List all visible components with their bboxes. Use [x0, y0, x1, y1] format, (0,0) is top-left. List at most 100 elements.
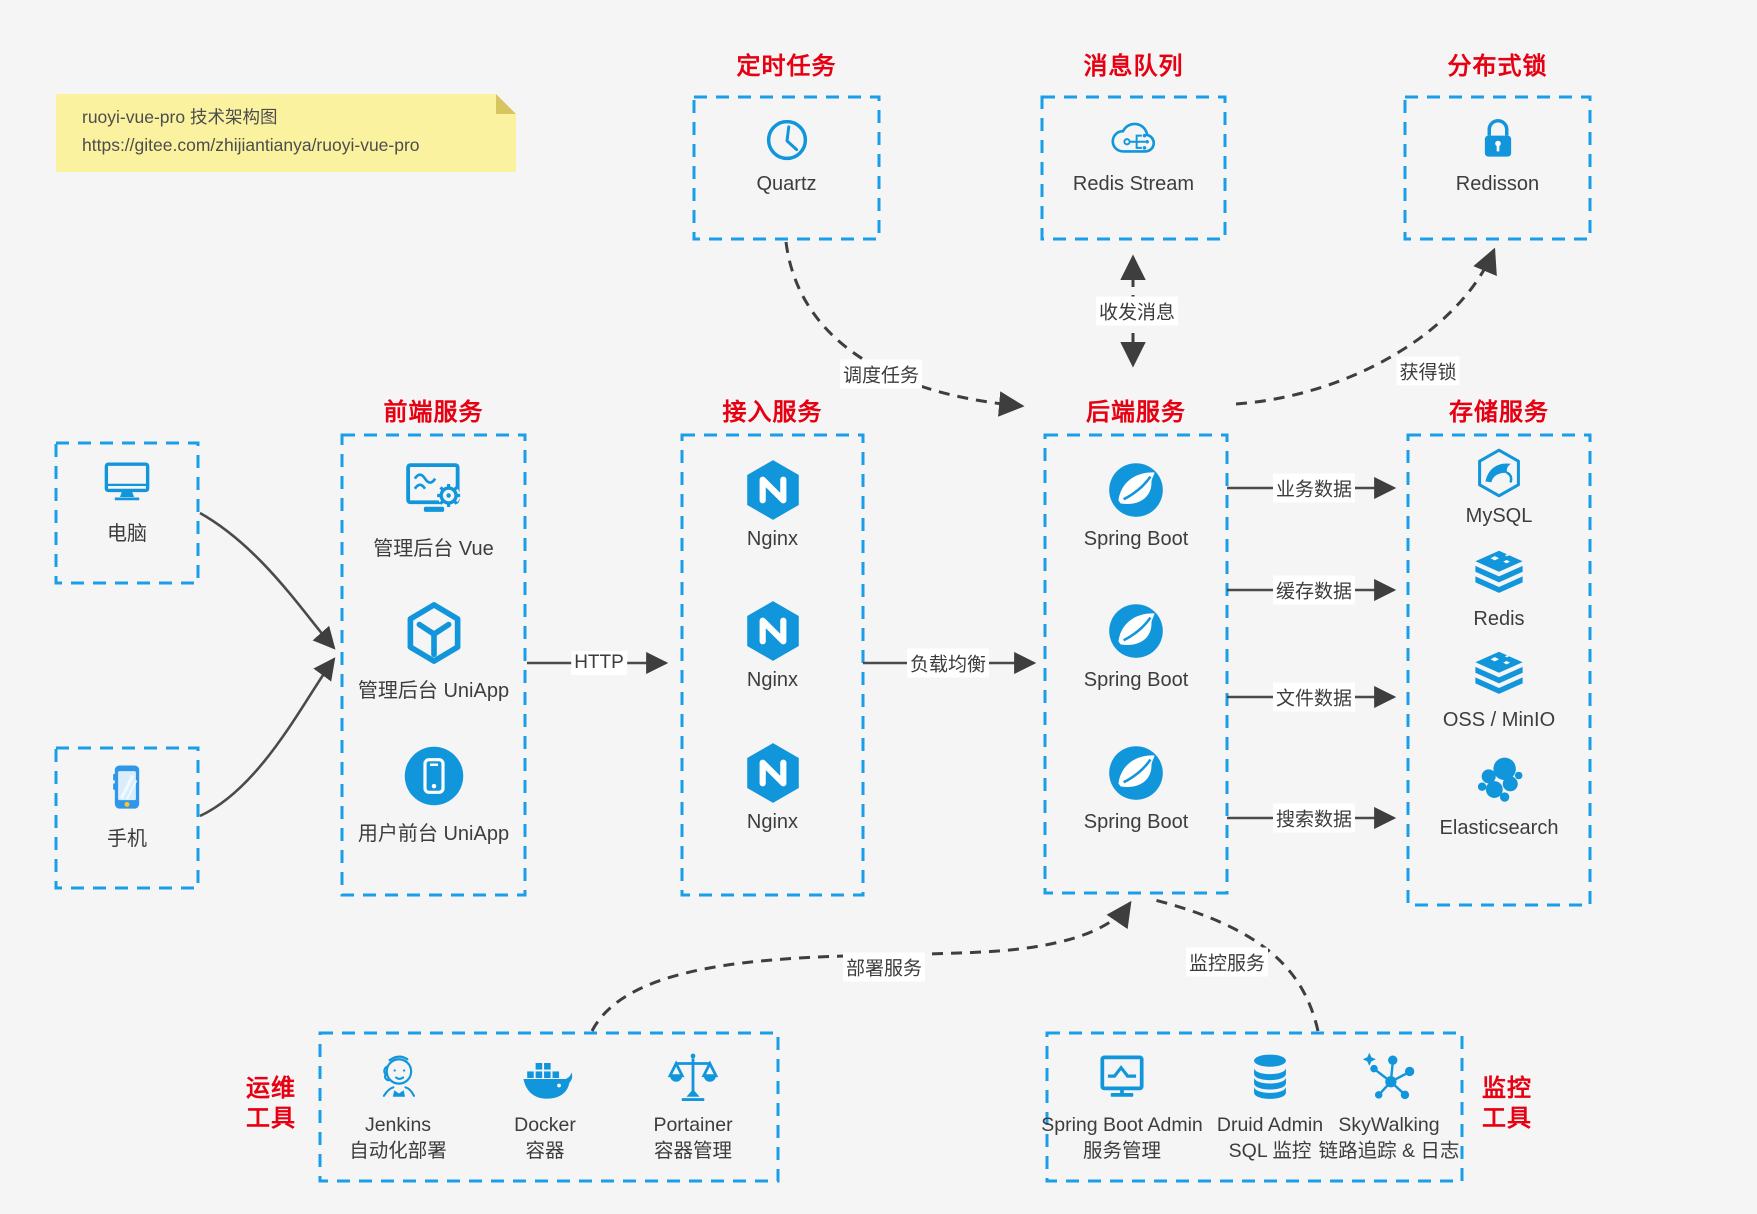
tool-desc: 链路追踪 & 日志	[1318, 1140, 1460, 1163]
node-label: OSS / MinIO	[1442, 709, 1556, 731]
monitor-chart-icon	[1092, 1048, 1152, 1108]
node-computer: 电脑	[56, 452, 198, 546]
label-monitor-tools: 监控 工具	[1470, 1074, 1544, 1134]
node-elasticsearch: Elasticsearch	[1408, 752, 1590, 840]
admin-monitor-gear-icon	[398, 455, 470, 527]
label-ops-line2: 工具	[246, 1105, 296, 1132]
sticky-note: ruoyi-vue-pro 技术架构图 https://gitee.com/zh…	[56, 94, 516, 172]
docker-icon	[515, 1048, 575, 1108]
edge-label-search-data: 搜索数据	[1272, 803, 1356, 833]
clock-icon	[759, 112, 815, 168]
title-backend: 后端服务	[1086, 399, 1186, 426]
label-ops-tools: 运维 工具	[234, 1074, 308, 1134]
node-label: Elasticsearch	[1439, 817, 1559, 839]
node-nginx-3: Nginx	[682, 740, 863, 834]
tool-name: Jenkins	[364, 1114, 432, 1136]
hexagon-cube-icon	[398, 597, 470, 669]
node-label: Nginx	[746, 811, 799, 833]
label-monitor-line1: 监控	[1482, 1075, 1532, 1102]
node-label: Quartz	[756, 173, 817, 195]
arrow-phone-frontend	[199, 657, 336, 818]
arrow-computer-frontend	[199, 511, 336, 650]
node-springboot-2: Spring Boot	[1045, 598, 1227, 692]
scale-icon	[663, 1048, 723, 1108]
edge-label-monitor: 监控服务	[1185, 947, 1269, 977]
label-monitor-line2: 工具	[1482, 1105, 1532, 1132]
desktop-icon	[97, 452, 157, 512]
tool-desc: 自动化部署	[349, 1140, 447, 1163]
spring-icon	[1103, 740, 1169, 806]
node-user-uniapp: 用户前台 UniApp	[342, 740, 525, 846]
node-admin-vue: 管理后台 Vue	[342, 455, 525, 561]
edge-label-schedule: 调度任务	[839, 359, 923, 389]
node-springboot-1: Spring Boot	[1045, 457, 1227, 551]
edge-label-deploy: 部署服务	[842, 952, 926, 982]
node-jenkins: Jenkins 自动化部署	[333, 1048, 463, 1165]
node-label: Redis Stream	[1072, 173, 1195, 195]
node-label: 管理后台 Vue	[373, 538, 494, 560]
node-redis: Redis	[1408, 549, 1590, 631]
edge-label-load-balance: 负载均衡	[906, 648, 990, 678]
node-skywalking: SkyWalking 链路追踪 & 日志	[1303, 1048, 1475, 1165]
nginx-icon	[740, 598, 806, 664]
lock-icon	[1470, 112, 1526, 168]
edge-label-http: HTTP	[571, 651, 627, 675]
node-springboot-3: Spring Boot	[1045, 740, 1227, 834]
tool-name: Spring Boot Admin	[1041, 1114, 1203, 1136]
title-message-queue: 消息队列	[1083, 53, 1184, 80]
edge-label-file-data: 文件数据	[1272, 682, 1356, 712]
node-nginx-1: Nginx	[682, 457, 863, 551]
node-druid-admin: Druid Admin SQL 监控	[1200, 1048, 1340, 1165]
database-icon	[1240, 1048, 1300, 1108]
node-mysql: MySQL	[1408, 446, 1590, 528]
node-nginx-2: Nginx	[682, 598, 863, 692]
title-storage: 存储服务	[1449, 399, 1549, 426]
note-url: https://gitee.com/zhijiantianya/ruoyi-vu…	[82, 135, 420, 156]
title-scheduled-tasks: 定时任务	[736, 53, 837, 80]
node-label: Spring Boot	[1083, 528, 1189, 550]
node-oss-minio: OSS / MinIO	[1408, 650, 1590, 732]
tool-desc: SQL 监控	[1228, 1140, 1312, 1163]
node-label: 用户前台 UniApp	[357, 823, 510, 845]
nginx-icon	[740, 457, 806, 523]
node-redis-stream: Redis Stream	[1042, 112, 1225, 196]
node-springboot-admin: Spring Boot Admin 服务管理	[1037, 1048, 1207, 1165]
mobile-app-circle-icon	[398, 740, 470, 812]
node-label: 手机	[107, 828, 147, 850]
title-frontend: 前端服务	[383, 399, 484, 426]
edge-label-business-data: 业务数据	[1272, 473, 1356, 503]
tool-desc: 服务管理	[1082, 1140, 1161, 1163]
jenkins-icon	[368, 1048, 428, 1108]
spring-icon	[1103, 598, 1169, 664]
spring-icon	[1103, 457, 1169, 523]
tool-name: Druid Admin	[1216, 1114, 1324, 1136]
node-label: 管理后台 UniApp	[357, 680, 510, 702]
node-label: Redisson	[1455, 173, 1540, 195]
title-gateway: 接入服务	[722, 399, 823, 426]
node-label: Spring Boot	[1083, 669, 1189, 691]
nginx-icon	[740, 740, 806, 806]
note-title: ruoyi-vue-pro 技术架构图	[82, 107, 278, 127]
mysql-icon	[1472, 446, 1526, 500]
tool-name: Docker	[514, 1114, 576, 1136]
edge-label-messaging: 收发消息	[1095, 296, 1179, 326]
title-distributed-lock: 分布式锁	[1447, 53, 1548, 80]
layer-stack-icon	[1472, 650, 1526, 704]
elasticsearch-icon	[1469, 752, 1529, 812]
layer-stack-icon	[1472, 549, 1526, 603]
edge-label-lock: 获得锁	[1396, 356, 1460, 386]
node-redisson: Redisson	[1405, 112, 1590, 196]
node-label: 电脑	[107, 523, 147, 545]
node-portainer: Portainer 容器管理	[628, 1048, 758, 1165]
tool-name: SkyWalking	[1338, 1114, 1440, 1136]
tool-name: Portainer	[653, 1114, 733, 1136]
tool-desc: 容器	[525, 1140, 565, 1163]
node-quartz: Quartz	[694, 112, 879, 196]
node-label: Nginx	[746, 669, 799, 691]
node-admin-uniapp: 管理后台 UniApp	[342, 597, 525, 703]
node-label: MySQL	[1465, 505, 1533, 527]
node-label: Redis	[1473, 608, 1525, 630]
node-label: Nginx	[746, 528, 799, 550]
cloud-stream-icon	[1106, 112, 1162, 168]
